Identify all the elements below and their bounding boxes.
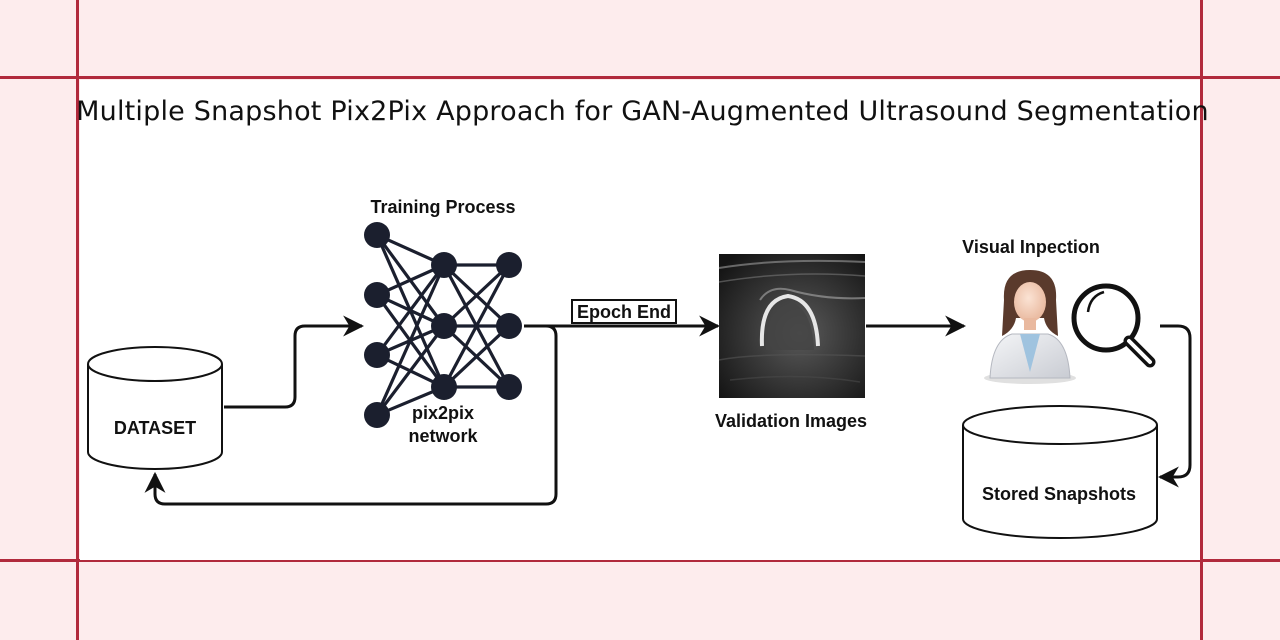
magnifier-icon — [1071, 283, 1156, 368]
network-edge — [375, 264, 446, 416]
epoch-end-label: Epoch End — [577, 302, 671, 322]
network-edge — [375, 264, 446, 356]
arrow-dataset-to-network — [224, 315, 365, 409]
dataset-label: DATASET — [114, 418, 196, 438]
network-node — [364, 342, 390, 368]
network-edge — [442, 263, 511, 328]
network-edge — [442, 264, 511, 388]
frame-line-right — [1200, 0, 1203, 640]
network-edge — [442, 324, 511, 389]
network-label-line2: network — [408, 426, 478, 446]
network-label-line1: pix2pix — [412, 403, 474, 423]
frame-line-left — [76, 0, 79, 640]
arrow-inspection-to-snapshots — [1157, 324, 1192, 488]
network-node — [364, 222, 390, 248]
network-node — [364, 402, 390, 428]
network-nodes — [364, 222, 522, 428]
arrow-feedback-to-dataset — [144, 324, 558, 506]
network-node — [364, 282, 390, 308]
doctor-icon — [984, 270, 1076, 384]
validation-images-label: Validation Images — [715, 411, 867, 431]
network-node — [496, 374, 522, 400]
stored-snapshots-database-icon — [962, 405, 1158, 539]
network-node — [431, 252, 457, 278]
dataset-database-icon — [87, 346, 223, 470]
frame-line-top — [0, 76, 1280, 79]
ultrasound-image — [718, 254, 866, 398]
epoch-end-box — [571, 299, 677, 324]
network-edge — [375, 325, 446, 416]
frame-line-bottom — [0, 559, 1280, 562]
diagram-title: Multiple Snapshot Pix2Pix Approach for G… — [76, 96, 1209, 127]
network-node — [496, 313, 522, 339]
training-process-label: Training Process — [370, 197, 515, 217]
network-node — [431, 313, 457, 339]
stored-snapshots-label: Stored Snapshots — [982, 484, 1136, 504]
network-node — [431, 374, 457, 400]
network-node — [496, 252, 522, 278]
visual-inspection-label: Visual Inpection — [962, 237, 1100, 257]
